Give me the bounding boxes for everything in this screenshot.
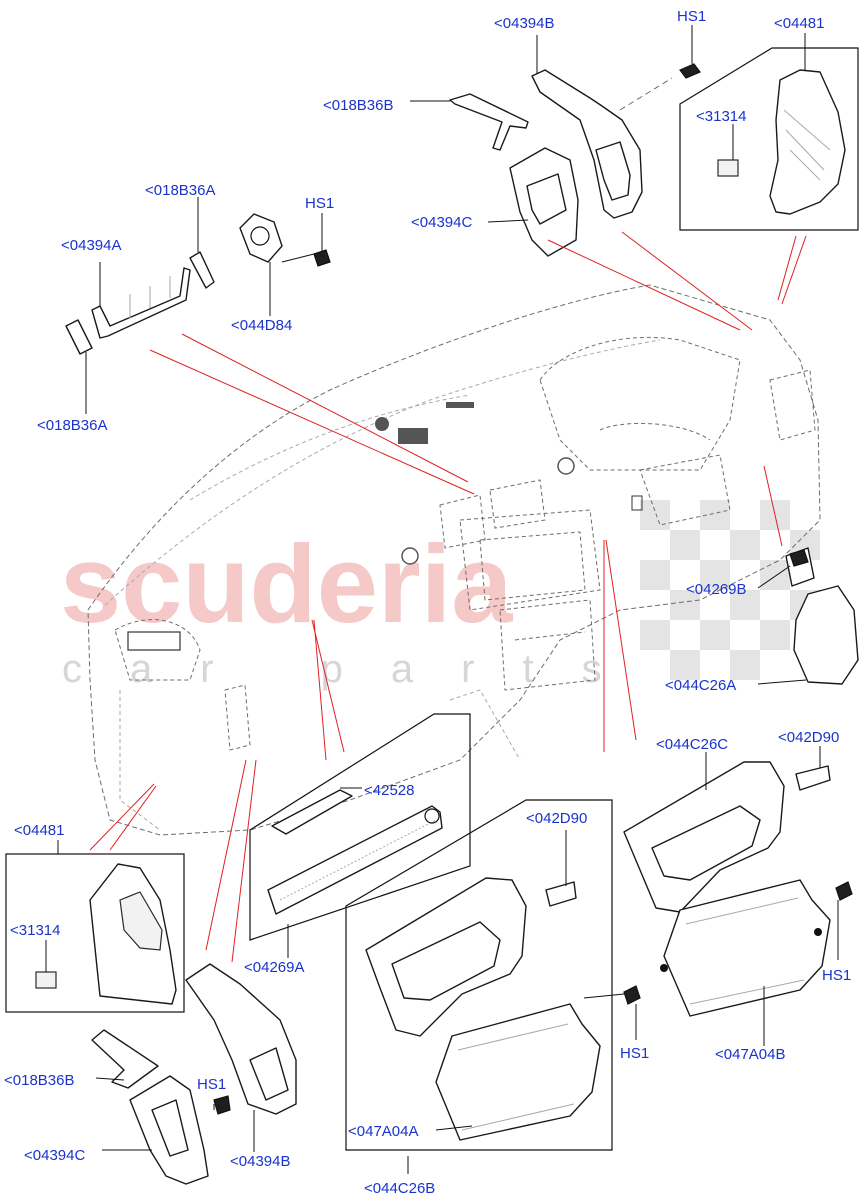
part-04394B-top bbox=[531, 69, 643, 219]
label-04481-left: <04481 bbox=[14, 822, 64, 839]
part-047A04B bbox=[660, 879, 831, 1017]
part-HS1-bottom-screw bbox=[213, 1095, 231, 1115]
red-leader-lines bbox=[89, 231, 807, 963]
part-018B36A-lower bbox=[65, 319, 93, 355]
label-HS1-bottom: HS1 bbox=[197, 1076, 226, 1093]
watermark-sub: car parts bbox=[62, 647, 650, 691]
label-42528: <42528 bbox=[364, 782, 414, 799]
label-04269A: <04269A bbox=[244, 959, 304, 976]
inset-box-top-right bbox=[679, 47, 859, 231]
watermark-checker-icon bbox=[640, 500, 820, 680]
part-044D84 bbox=[239, 213, 283, 263]
part-044C26A bbox=[793, 585, 859, 685]
part-04269B bbox=[785, 547, 815, 587]
label-HS1-center: HS1 bbox=[620, 1045, 649, 1062]
label-047A04B: <047A04B bbox=[715, 1046, 785, 1063]
label-04394A: <04394A bbox=[61, 237, 121, 254]
part-04394A bbox=[91, 267, 191, 339]
label-042D90-right: <042D90 bbox=[778, 729, 839, 746]
part-018B36B-bottom bbox=[91, 1029, 159, 1089]
label-HS1-right: HS1 bbox=[822, 967, 851, 984]
label-HS1-mid: HS1 bbox=[305, 195, 334, 212]
label-044C26C: <044C26C bbox=[656, 736, 728, 753]
label-047A04A: <047A04A bbox=[348, 1123, 418, 1140]
dashboard-assembly bbox=[87, 284, 821, 836]
part-04394B-bottom bbox=[185, 963, 297, 1115]
label-042D90-mid: <042D90 bbox=[526, 810, 587, 827]
part-HS1-top-screw bbox=[619, 63, 701, 111]
label-04394C-top: <04394C bbox=[411, 214, 472, 231]
leader-lines bbox=[45, 25, 839, 1174]
label-044C26B: <044C26B bbox=[364, 1180, 435, 1197]
label-044C26A: <044C26A bbox=[665, 677, 736, 694]
label-018B36B-bottom: <018B36B bbox=[4, 1072, 74, 1089]
label-04394B-bottom: <04394B bbox=[230, 1153, 290, 1170]
label-018B36A-left: <018B36A bbox=[37, 417, 107, 434]
watermark-main: scuderia bbox=[60, 523, 513, 646]
part-018B36B-top bbox=[449, 93, 529, 151]
callout-labels: <04394B HS1 <04481 <018B36B <31314 <0439… bbox=[4, 8, 851, 1197]
label-31314-left: <31314 bbox=[10, 922, 60, 939]
inset-box-bottom-left bbox=[5, 853, 185, 1013]
watermark: scuderia car parts bbox=[60, 500, 820, 691]
label-04394C-bottom: <04394C bbox=[24, 1147, 85, 1164]
label-04269B: <04269B bbox=[686, 581, 746, 598]
part-04394C-top bbox=[509, 147, 579, 257]
inset-box-center bbox=[345, 799, 641, 1151]
inset-box-04269A bbox=[249, 713, 471, 941]
part-018B36A-upper bbox=[189, 251, 215, 289]
part-HS1-right-screw bbox=[835, 881, 853, 901]
label-018B36A-top: <018B36A bbox=[145, 182, 215, 199]
part-044C26C bbox=[623, 761, 785, 913]
label-018B36B-top: <018B36B bbox=[323, 97, 393, 114]
label-HS1-top: HS1 bbox=[677, 8, 706, 25]
label-044D84: <044D84 bbox=[231, 317, 292, 334]
part-042D90-right bbox=[795, 765, 831, 791]
label-04394B-top: <04394B bbox=[494, 15, 554, 32]
label-04481-top: <04481 bbox=[774, 15, 824, 32]
part-04394C-bottom bbox=[129, 1075, 209, 1185]
label-31314-top: <31314 bbox=[696, 108, 746, 125]
